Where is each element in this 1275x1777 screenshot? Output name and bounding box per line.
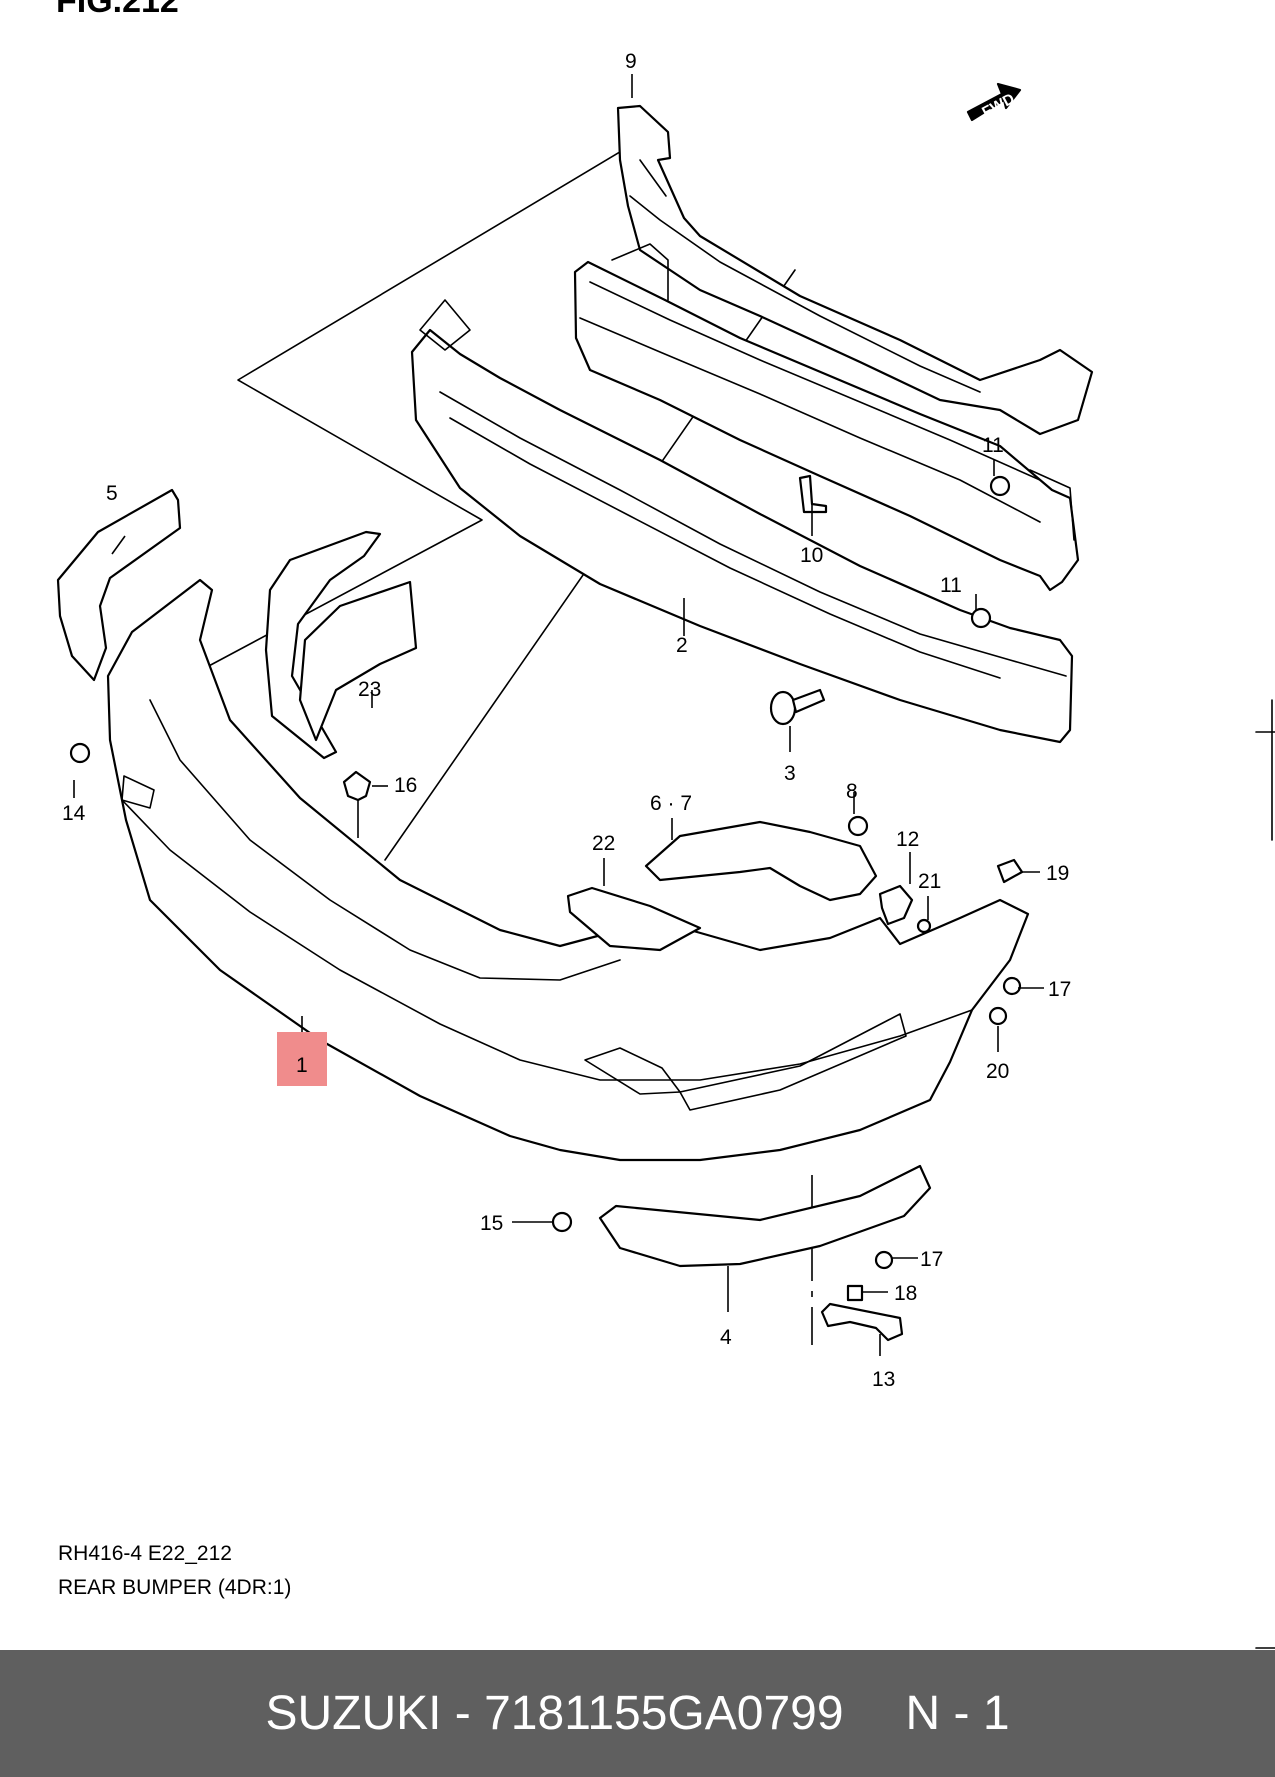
callout-14: 14 — [62, 802, 86, 825]
figure-label: FIG.212 — [56, 0, 179, 20]
footer-page-ref: N - 1 — [905, 1687, 1010, 1740]
callout-6-7: 6 · 7 — [650, 792, 692, 815]
part-16-fastener — [342, 770, 372, 802]
callout-2: 2 — [676, 634, 688, 657]
callout-20: 20 — [986, 1060, 1009, 1083]
callout-15: 15 — [480, 1212, 503, 1235]
footer-part-number: SUZUKI - 7181155GA0799 — [265, 1687, 844, 1740]
callout-22: 22 — [592, 832, 615, 855]
part-23-mud-flap-inner — [298, 580, 418, 742]
part-8-bolt — [847, 815, 869, 837]
callout-12: 12 — [896, 828, 919, 851]
part-3-push-clip — [769, 688, 826, 726]
part-17-screw-a — [1002, 976, 1022, 996]
callout-8: 8 — [846, 780, 858, 803]
callout-1: 1 — [296, 1054, 308, 1077]
callout-3: 3 — [784, 762, 796, 785]
callout-17a: 17 — [1048, 978, 1071, 1001]
callout-5: 5 — [106, 482, 118, 505]
part-10-bracket — [798, 474, 828, 514]
footer-bar: SUZUKI - 7181155GA0799 N - 1 — [0, 1650, 1275, 1777]
fwd-arrow-icon: FWD — [966, 82, 1022, 121]
part-20-clip — [988, 1006, 1008, 1026]
part-12-clip — [878, 884, 914, 926]
callout-11a: 11 — [982, 434, 1004, 457]
callout-10: 10 — [800, 544, 823, 567]
part-11-nut-b — [970, 607, 992, 629]
part-22-bracket — [566, 886, 702, 952]
part-14-bolt — [69, 742, 91, 764]
part-2-beam — [573, 243, 1080, 592]
part-4-lower-garnish — [598, 1164, 932, 1268]
callout-18: 18 — [894, 1282, 917, 1305]
callout-21: 21 — [918, 870, 941, 893]
part-11-nut-a — [989, 475, 1011, 497]
diagram-code: RH416-4 E22_212 — [58, 1542, 232, 1565]
part-17-screw-b — [874, 1250, 894, 1270]
part-15-bolt — [551, 1211, 573, 1233]
callout-9: 9 — [625, 50, 637, 73]
part-13-bracket — [820, 1302, 904, 1342]
callout-17b: 17 — [920, 1248, 943, 1271]
part-18-nut — [846, 1284, 864, 1302]
part-9-reinforcement — [616, 104, 1094, 436]
part-21-screw — [916, 918, 932, 934]
callout-13: 13 — [872, 1368, 895, 1391]
part-1-bumper-cover — [106, 578, 1030, 1162]
parts-diagram: FIG.212 FWD — [56, 0, 1275, 1649]
callout-11b: 11 — [940, 574, 962, 597]
highlight-box — [277, 1032, 327, 1086]
callout-16: 16 — [394, 774, 417, 797]
part-3-absorber — [410, 299, 1074, 744]
part-23-mud-flap — [264, 530, 382, 760]
callout-23: 23 — [358, 678, 381, 701]
part-6-7-bracket — [644, 820, 878, 902]
crop-mark-top — [1255, 699, 1275, 841]
callout-19: 19 — [1046, 862, 1069, 885]
part-5-side-bracket — [56, 488, 182, 682]
callout-4: 4 — [720, 1326, 732, 1349]
part-19-nut — [996, 858, 1024, 884]
guide-line-9 — [204, 127, 661, 669]
diagram-title: REAR BUMPER (4DR:1) — [58, 1576, 292, 1599]
